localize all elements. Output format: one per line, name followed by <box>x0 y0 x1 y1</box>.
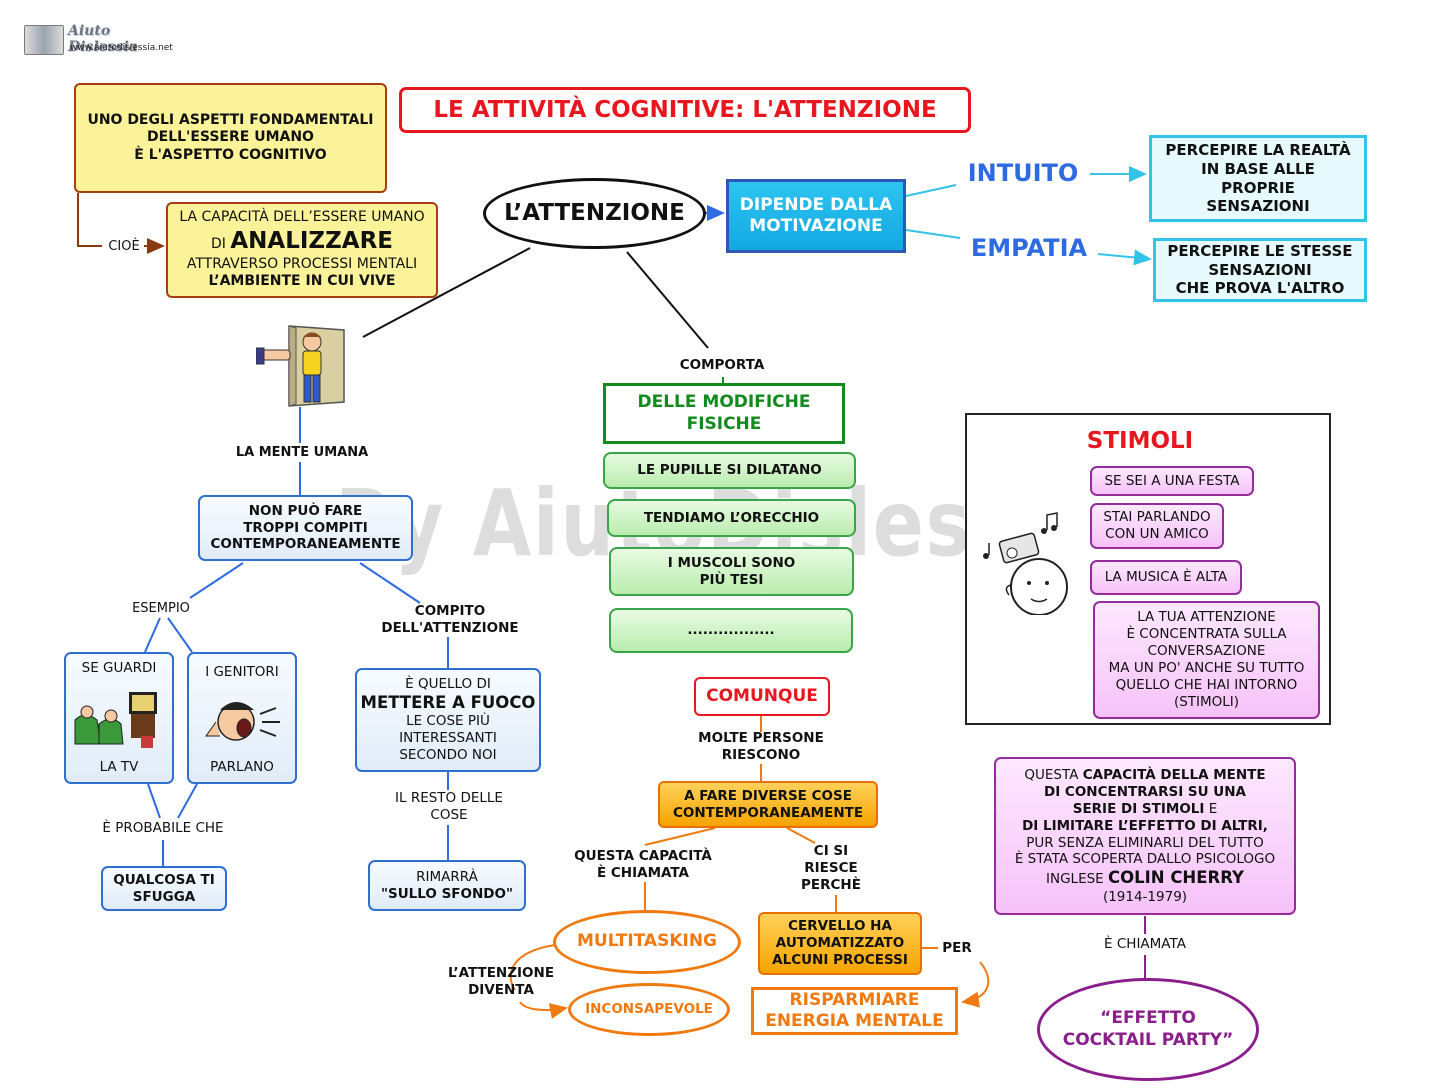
book-icon <box>24 25 64 55</box>
cocktail-text: PUR SENZA ELIMINARLI DEL TUTTO È STATA S… <box>1014 834 1276 888</box>
listening-head-icon <box>983 512 1068 615</box>
cocktail-bold-2: DI LIMITARE L’EFFETTO DI ALTRI, <box>1022 817 1268 834</box>
stimoli-item-3: LA MUSICA È ALTA <box>1090 560 1242 595</box>
empatia-definition: PERCEPIRE LE STESSE SENSAZIONI CHE PROVA… <box>1153 238 1367 302</box>
physical-item-2: TENDIAMO L’ORECCHIO <box>607 499 856 537</box>
parents-example-bottom: PARLANO <box>210 759 274 776</box>
physical-item-4: ................. <box>609 608 853 653</box>
motivation-box: DIPENDE DALLA MOTIVAZIONE <box>726 179 906 253</box>
empatia-label: EMPATIA <box>970 234 1088 262</box>
stimoli-item-1: SE SEI A UNA FESTA <box>1090 466 1254 496</box>
focus-line-1: È QUELLO DI <box>405 675 491 692</box>
mente-umana-label: LA MENTE UMANA <box>235 445 369 460</box>
definition-line-4: L’AMBIENTE IN CUI VIVE <box>208 273 396 290</box>
diventa-label: L’ATTENZIONE DIVENTA <box>447 965 555 998</box>
focus-keyword: METTERE A FUOCO <box>360 692 536 712</box>
comporta-label: COMPORTA <box>679 357 765 373</box>
focus-box: È QUELLO DI METTERE A FUOCO LE COSE PIÙ … <box>355 668 541 772</box>
physical-item-1: LE PUPILLE SI DILATANO <box>603 452 856 489</box>
comunque-label: COMUNQUE <box>706 685 818 706</box>
stimoli-title: STIMOLI <box>1086 428 1194 454</box>
stimoli-item-2: STAI PARLANDO CON UN AMICO <box>1090 503 1224 549</box>
stimoli-conclusion: LA TUA ATTENZIONE È CONCENTRATA SULLA CO… <box>1093 601 1320 719</box>
intro-box: UNO DEGLI ASPETTI FONDAMENTALI DELL'ESSE… <box>74 83 387 193</box>
comunque-box: COMUNQUE <box>694 677 830 716</box>
parents-example-top: I GENITORI <box>205 664 279 680</box>
tv-example-bottom: LA TV <box>99 759 139 776</box>
colin-cherry: COLIN CHERRY <box>1107 868 1244 888</box>
definition-line-3: ATTRAVERSO PROCESSI MENTALI <box>186 255 418 272</box>
focus-rest: LE COSE PIÙ INTERESSANTI SECONDO NOI <box>399 713 497 764</box>
family-watching-tv-icon <box>74 692 157 748</box>
definition-line-2: DI ANALIZZARE <box>210 227 393 254</box>
mind-box: NON PUÒ FARE TROPPI COMPITI CONTEMPORANE… <box>198 495 413 561</box>
logo[interactable]: Aiuto Dislessia www.aiutodislessia.net <box>24 23 184 57</box>
page-title: LE ATTIVITÀ COGNITIVE: L'ATTENZIONE <box>399 87 971 133</box>
analizzare-keyword: ANALIZZARE <box>230 227 393 254</box>
ci-si-label: CI SI RIESCE PERCHÈ <box>801 843 861 893</box>
central-node-label: L’ATTENZIONE <box>504 200 685 227</box>
parents-example-box: I GENITORI PARLANO <box>187 652 297 784</box>
compito-label: COMPITO DELL'ATTENZIONE <box>381 603 519 636</box>
page-title-text: LE ATTIVITÀ COGNITIVE: L'ATTENZIONE <box>433 96 937 123</box>
multitasking-label: MULTITASKING <box>576 931 718 952</box>
thinking-boy-icon <box>255 325 345 407</box>
logo-url: www.aiutodislessia.net <box>70 43 173 53</box>
cocktail-party-node: “EFFETTO COCKTAIL PARTY” <box>1037 978 1259 1081</box>
probabile-label: È PROBABILE CHE <box>102 820 224 836</box>
resto-label: IL RESTO DELLE COSE <box>395 790 503 823</box>
cocktail-bold-1: CAPACITÀ DELLA MENTE DI CONCENTRARSI SU … <box>1043 767 1266 817</box>
fare-box: A FARE DIVERSE COSE CONTEMPORANEAMENTE <box>658 781 878 828</box>
cioe-label: CIOÈ <box>108 239 140 254</box>
esempio-label: ESEMPIO <box>132 601 190 616</box>
definition-line-1: LA CAPACITÀ DELL’ESSERE UMANO <box>179 209 425 226</box>
chiamata-label: QUESTA CAPACITÀ È CHIAMATA <box>574 848 712 881</box>
pointing-figure-illustration <box>255 322 350 410</box>
logo-name: Aiuto Dislessia <box>68 23 138 55</box>
sfondo-line-2: "SULLO SFONDO" <box>380 885 514 902</box>
intuito-definition: PERCEPIRE LA REALTÀ IN BASE ALLE PROPRIE… <box>1149 135 1367 222</box>
sfondo-line-1: RIMARRÀ <box>416 868 478 885</box>
multitasking-node: MULTITASKING <box>553 910 741 974</box>
definition-box: LA CAPACITÀ DELL’ESSERE UMANO DI ANALIZZ… <box>166 202 438 298</box>
central-node: L’ATTENZIONE <box>483 178 706 249</box>
intuito-label: INTUITO <box>967 159 1079 187</box>
cocktail-years: (1914-1979) <box>1102 888 1188 905</box>
per-label: PER <box>942 940 972 956</box>
molte-label: MOLTE PERSONE RIESCONO <box>698 730 824 763</box>
physical-header: DELLE MODIFICHE FISICHE <box>603 383 845 444</box>
tv-example-box: SE GUARDI LA TV <box>64 652 174 784</box>
result-box: QUALCOSA TI SFUGGA <box>101 866 227 911</box>
cervello-box: CERVELLO HA AUTOMATIZZATO ALCUNI PROCESS… <box>758 912 922 975</box>
cocktail-definition: QUESTA CAPACITÀ DELLA MENTE DI CONCENTRA… <box>994 757 1296 915</box>
e-chiamata-label: È CHIAMATA <box>1104 936 1186 952</box>
inconsapevole-node: INCONSAPEVOLE <box>568 983 730 1036</box>
tv-example-top: SE GUARDI <box>81 660 157 676</box>
physical-item-3: I MUSCOLI SONO PIÙ TESI <box>609 547 854 596</box>
shouting-face-icon <box>205 702 280 741</box>
risparmiare-box: RISPARMIARE ENERGIA MENTALE <box>751 987 958 1035</box>
inconsapevole-label: INCONSAPEVOLE <box>585 1001 713 1018</box>
sfondo-box: RIMARRÀ "SULLO SFONDO" <box>368 860 526 911</box>
